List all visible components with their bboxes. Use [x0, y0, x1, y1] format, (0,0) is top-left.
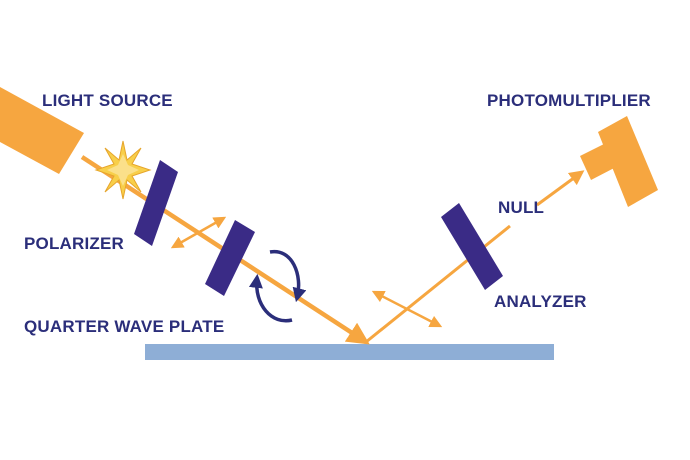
- quarter-wave-plate: [205, 220, 255, 296]
- analyzer-label: ANALYZER: [494, 292, 587, 311]
- elliptical-polarization-icon: [248, 250, 307, 323]
- photomultiplier-detector: [580, 116, 658, 207]
- polarizer-label: POLARIZER: [24, 234, 124, 253]
- linear-polarization-arrow: [170, 216, 227, 249]
- analyzer-plate: [441, 203, 503, 290]
- null-beam: [536, 170, 585, 207]
- sample-surface: [145, 344, 554, 360]
- photomultiplier-label: PHOTOMULTIPLIER: [487, 91, 651, 110]
- polarizer-plate: [134, 160, 178, 246]
- light-source-housing: [0, 87, 84, 174]
- light-source-label: LIGHT SOURCE: [42, 91, 173, 110]
- light-sparkle-icon: [94, 140, 152, 200]
- reflected-polarization-arrow: [371, 290, 443, 328]
- quarter-wave-plate-label: QUARTER WAVE PLATE: [24, 317, 224, 336]
- null-label: NULL: [498, 198, 544, 217]
